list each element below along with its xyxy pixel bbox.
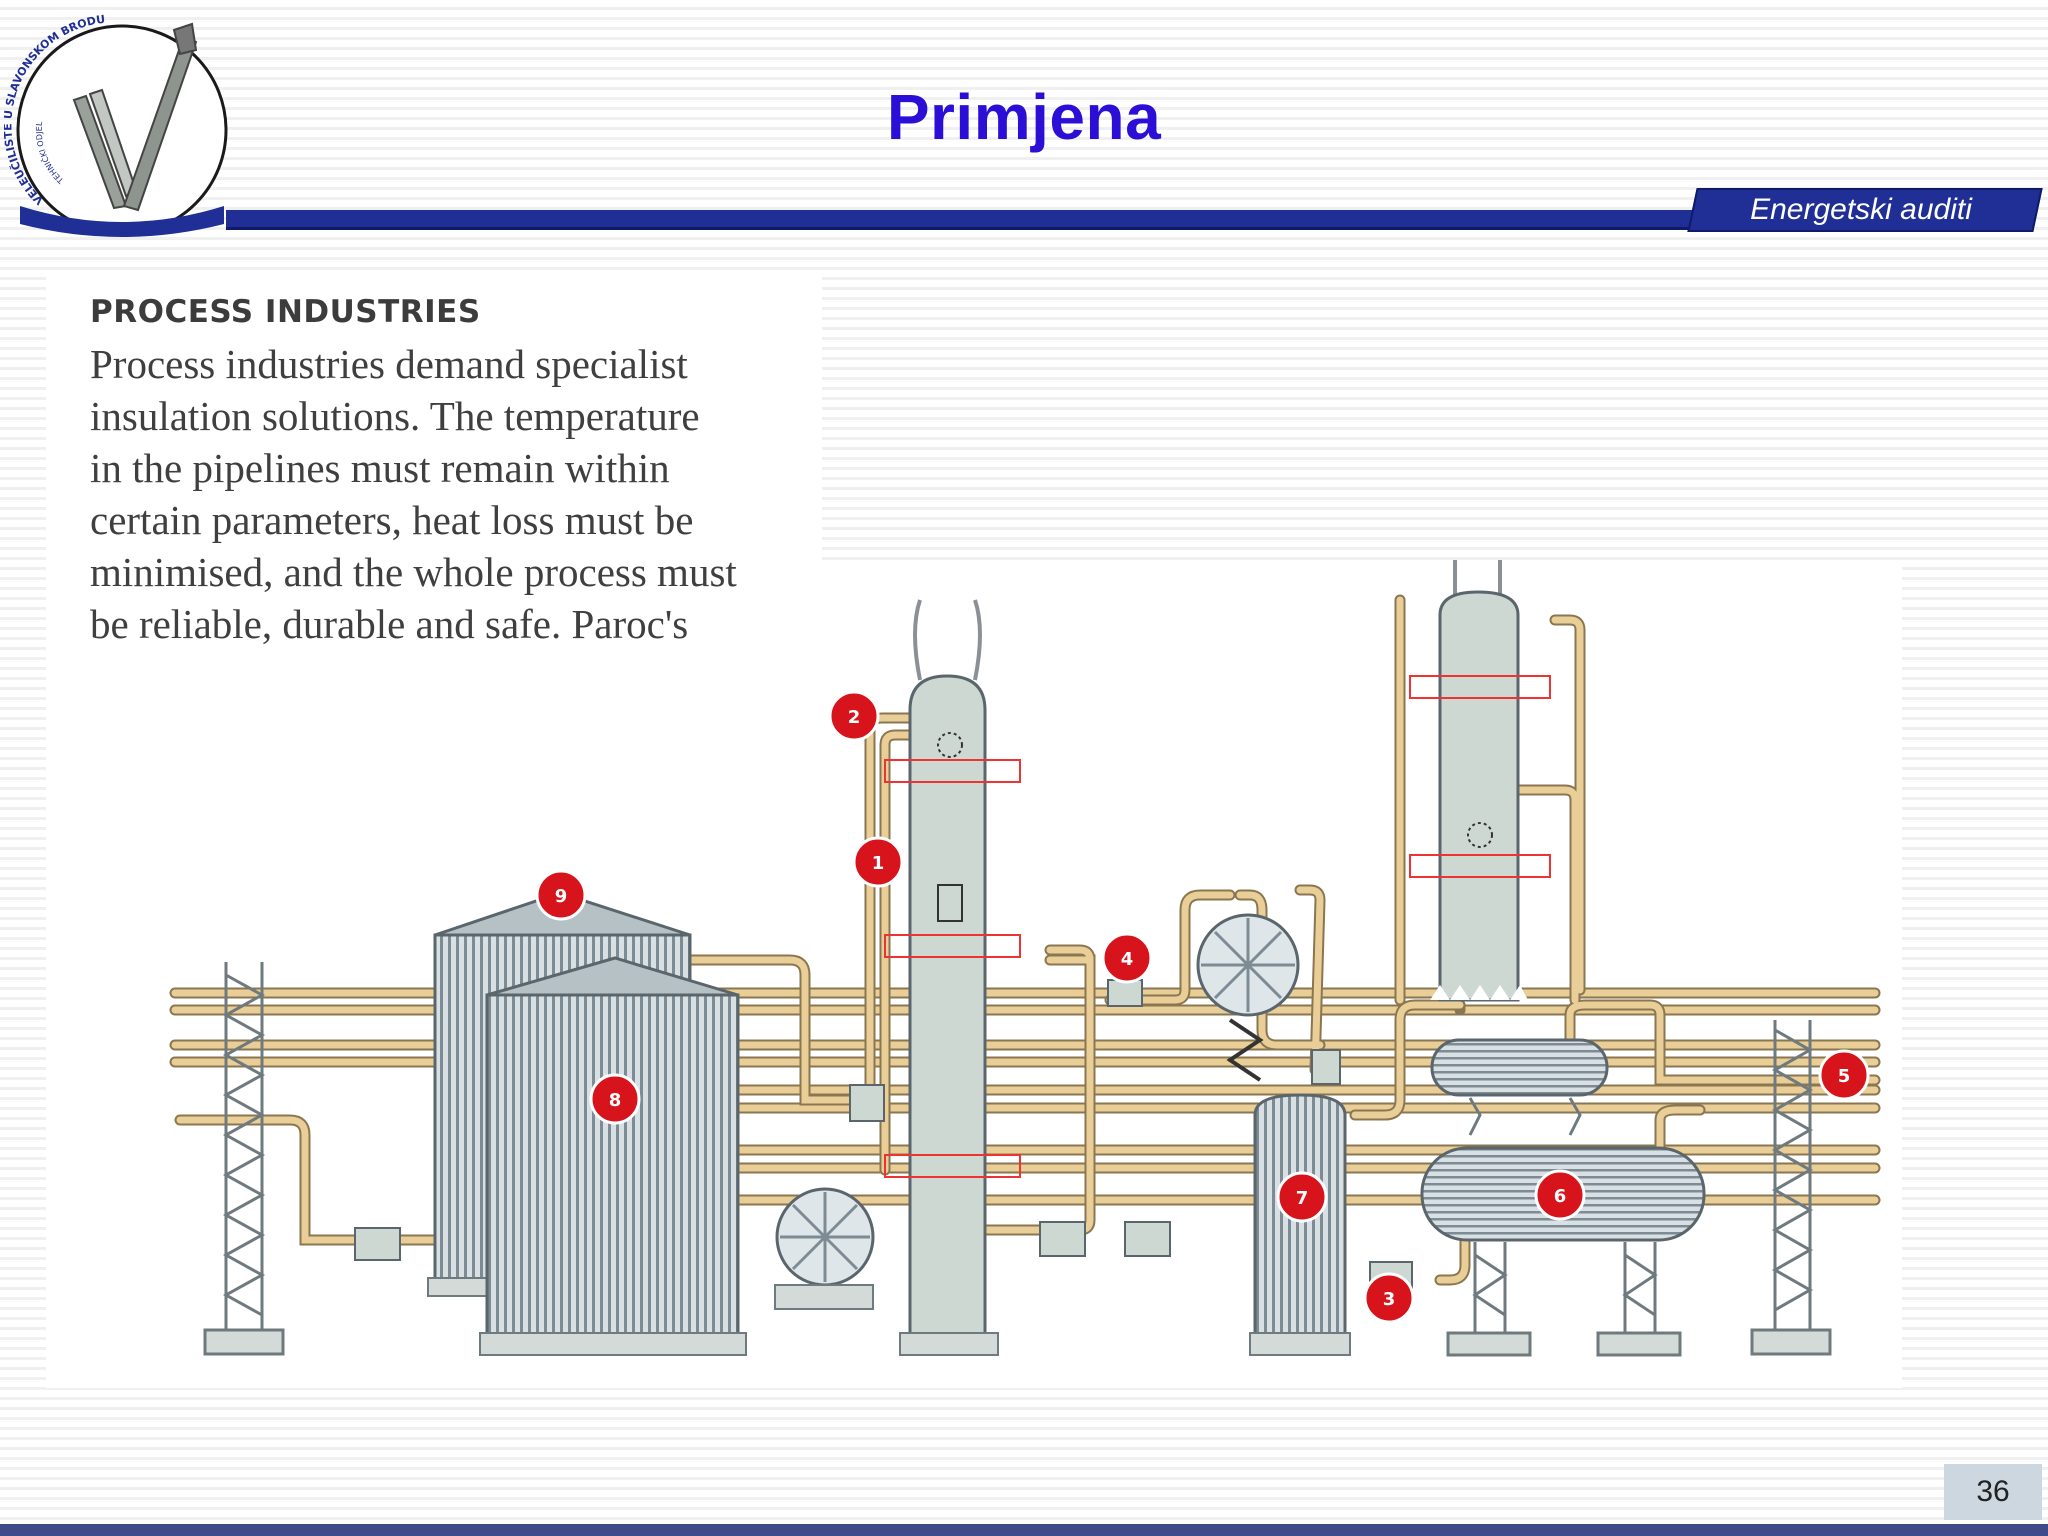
svg-text:9: 9 [555,886,568,907]
header-bar: Energetski auditi [226,188,2043,232]
header-rule [226,210,1726,230]
diagram-markers: 1 2 3 4 5 6 7 8 9 [535,690,1870,1324]
v-emblem-icon [72,22,198,212]
svg-text:2: 2 [848,707,861,728]
storage-tank-front [479,956,747,1356]
college-logo: VELEUČILIŠTE U SLAVONSKOM BRODU TEHNIČKI… [4,13,228,237]
svg-text:6: 6 [1554,1186,1567,1207]
svg-text:3: 3 [1383,1289,1396,1310]
pump-upper [1196,913,1300,1082]
process-plant-diagram: 1 2 3 4 5 6 7 8 9 [169,560,1881,1357]
lattice-tower-left [203,962,285,1356]
marker-2: 2 [828,690,880,742]
paragraph-line: be reliable, durable and safe. Paroc's [90,601,689,647]
marker-9: 9 [535,869,587,921]
pump-left [774,1187,875,1310]
lattice-tower-right [1750,1020,1832,1356]
marker-7: 7 [1276,1171,1328,1223]
svg-text:7: 7 [1296,1188,1309,1209]
paragraph-line: insulation solutions. The temperature [90,393,700,439]
svg-text:8: 8 [609,1090,622,1111]
distillation-column-left [884,599,1021,1356]
header-tag-text: Energetski auditi [1750,193,1972,226]
slide-title: Primjena [886,81,1162,153]
marker-6: 6 [1534,1169,1586,1221]
paragraph-line: minimised, and the whole process must [90,549,737,595]
paragraph-line: in the pipelines must remain within [90,445,670,491]
marker-1: 1 [852,836,904,888]
svg-text:1: 1 [872,853,885,874]
svg-text:4: 4 [1121,949,1134,970]
paragraph-line: certain parameters, heat loss must be [90,497,694,543]
horizontal-vessel-upper [1430,1038,1609,1136]
marker-4: 4 [1101,932,1153,984]
marker-8: 8 [589,1073,641,1125]
svg-text:5: 5 [1838,1066,1851,1087]
paragraph-line: Process industries demand specialist [90,341,688,387]
marker-3: 3 [1363,1272,1415,1324]
vertical-vessel [1249,1093,1351,1356]
footer-bar [0,1524,2048,1536]
distillation-column-right [1409,560,1551,1002]
section-heading: PROCESS INDUSTRIES [90,294,481,330]
page-number: 36 [1944,1464,2042,1520]
marker-5: 5 [1818,1049,1870,1101]
